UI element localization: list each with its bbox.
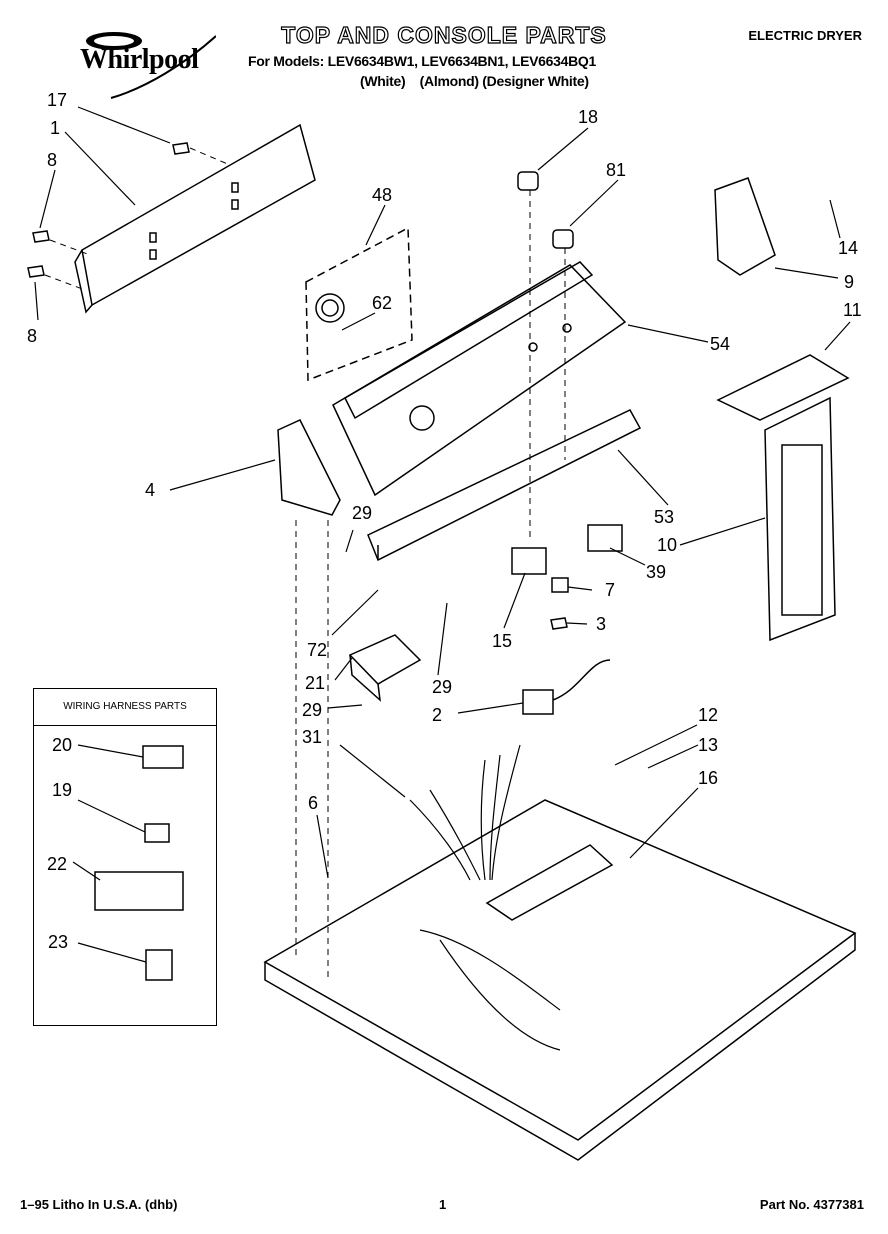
callout-number: 8 [47,150,58,170]
callout-number: 9 [844,272,855,292]
callout-number: 39 [646,562,667,582]
callout-number: 12 [698,705,719,725]
wiring-harness-part [409,744,561,1051]
callout-number: 21 [305,673,326,693]
models-line: For Models: LEV6634BW1, LEV6634BN1, LEV6… [248,53,596,69]
footer-part-number: Part No. 4377381 [759,1197,864,1212]
colors-line: (White) (Almond) (Designer White) [360,73,589,89]
footer-print-info: 1–95 Litho In U.S.A. (dhb) [20,1197,178,1212]
rear-bracket-part [74,123,316,314]
callout-number: 2 [432,705,443,725]
callout-number: 54 [710,334,731,354]
harness-callout-number: 22 [47,854,68,874]
callout-number: 1 [50,118,61,138]
end-cap-part [277,419,341,516]
callout-number: 3 [596,614,607,634]
rail-part [367,409,642,562]
harness-callout-number: 20 [52,735,73,755]
callout-number: 7 [605,580,616,600]
callout-number: 53 [654,507,675,527]
footer-page-number: 1 [439,1197,447,1212]
callout-number: 72 [307,640,328,660]
screws-part [27,142,190,278]
bracket-part [714,177,776,276]
callout-number: 4 [145,480,156,500]
callout-number: 11 [843,300,862,320]
callout-number: 17 [47,90,68,110]
callout-number: 48 [372,185,393,205]
callout-number: 29 [432,677,453,697]
brand-name: Whirlpool [80,44,199,75]
callout-number: 14 [838,238,859,258]
wiring-harness-box: WIRING HARNESS PARTS [33,688,217,1026]
whirlpool-logo: Whirlpool [66,28,217,104]
callout-number: 31 [302,727,323,747]
sensor-parts [511,524,623,630]
callout-number: 62 [372,293,393,313]
connector-part [522,659,611,715]
page-title: TOP AND CONSOLE PARTS [281,21,607,48]
harness-callout-number: 23 [48,932,69,952]
right-end-cap-part [716,354,850,642]
logo-swoosh-icon [86,32,217,99]
callout-number: 10 [657,535,678,555]
alignment-lines [44,147,566,980]
harness-callout-number: 19 [52,780,73,800]
timer-enclosure-part [305,226,413,382]
callout-number: 8 [27,326,38,346]
callout-number: 16 [698,768,719,788]
leader-lines [34,106,851,963]
callout-number: 15 [492,631,513,651]
timer-part [315,293,345,323]
harness-box-title: WIRING HARNESS PARTS [34,689,216,726]
callout-number: 13 [698,735,719,755]
callout-number: 18 [578,107,599,127]
knobs-part [517,171,574,249]
top-panel-part [263,799,857,1161]
timer-switch-part [348,634,422,702]
callout-number: 29 [352,503,373,523]
callout-number: 81 [606,160,627,180]
document-type: ELECTRIC DRYER [748,28,862,43]
callout-number: 29 [302,700,323,720]
callout-number: 6 [308,793,319,813]
harness-box-parts [94,745,184,981]
console-panel-part [332,261,627,497]
